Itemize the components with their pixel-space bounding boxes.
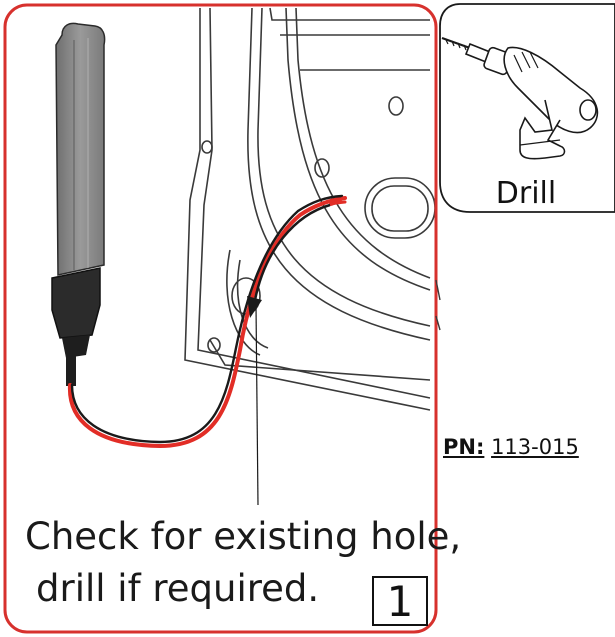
part-number-label: PN: — [443, 435, 485, 459]
part-number: PN: 113-015 — [443, 435, 579, 459]
callout-text-line-1: Check for existing hole, — [25, 515, 462, 558]
door-panel-edge — [435, 279, 441, 331]
drill-label: Drill — [495, 176, 557, 211]
step-number-badge: 1 — [372, 576, 428, 626]
sensor-strip-icon — [51, 22, 106, 386]
callout-text-line-2: drill if required. — [36, 567, 320, 610]
drill-icon — [441, 36, 599, 160]
arrow-icon — [247, 203, 331, 318]
part-number-value: 113-015 — [491, 435, 579, 459]
callout-leader — [255, 304, 259, 506]
wire-icon — [67, 194, 347, 449]
